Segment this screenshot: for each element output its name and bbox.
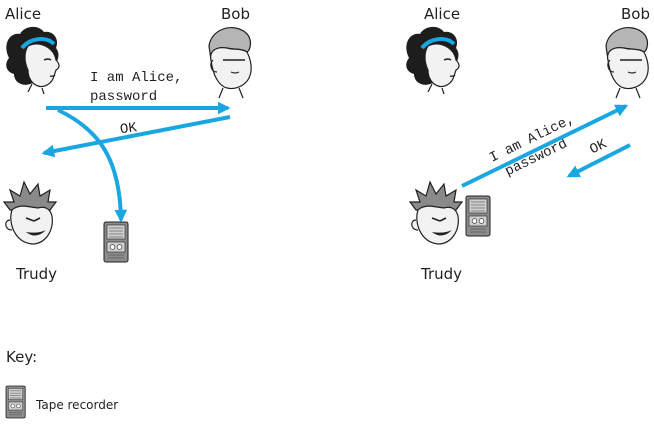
- alice-icon: [4, 24, 62, 96]
- right-replay-arrow: [461, 104, 629, 188]
- tape-recorder-icon: [465, 195, 491, 237]
- left-alice-label: Alice: [5, 5, 41, 23]
- left-recording-arrow: [57, 108, 128, 223]
- bob-icon: [208, 26, 252, 99]
- left-trudy-label: Trudy: [15, 265, 57, 283]
- tape-recorder-icon: [103, 221, 129, 263]
- right-ok-label: OK: [587, 136, 610, 158]
- key-title: Key:: [6, 348, 37, 366]
- trudy-icon: [409, 181, 463, 245]
- tape-recorder-icon: [5, 385, 26, 419]
- left-message-line1: I am Alice,: [90, 70, 182, 86]
- trudy-icon: [3, 181, 57, 245]
- left-ok-arrow: [41, 115, 231, 158]
- alice-icon: [404, 24, 461, 96]
- key-tape-recorder-label: Tape recorder: [35, 398, 118, 412]
- left-bob-label: Bob: [221, 5, 250, 23]
- right-scene: Alice Bob I am Alice, password OK Trudy: [404, 5, 650, 283]
- right-bob-label: Bob: [621, 5, 650, 23]
- left-message-line2: password: [90, 89, 157, 105]
- left-scene: Alice Bob I am Alice, password OK Trudy: [3, 5, 252, 283]
- bob-icon: [605, 26, 649, 99]
- right-alice-label: Alice: [424, 5, 460, 23]
- right-ok-arrow: [566, 143, 631, 178]
- key-legend: Key: Tape recorder: [5, 348, 118, 419]
- right-trudy-label: Trudy: [420, 265, 462, 283]
